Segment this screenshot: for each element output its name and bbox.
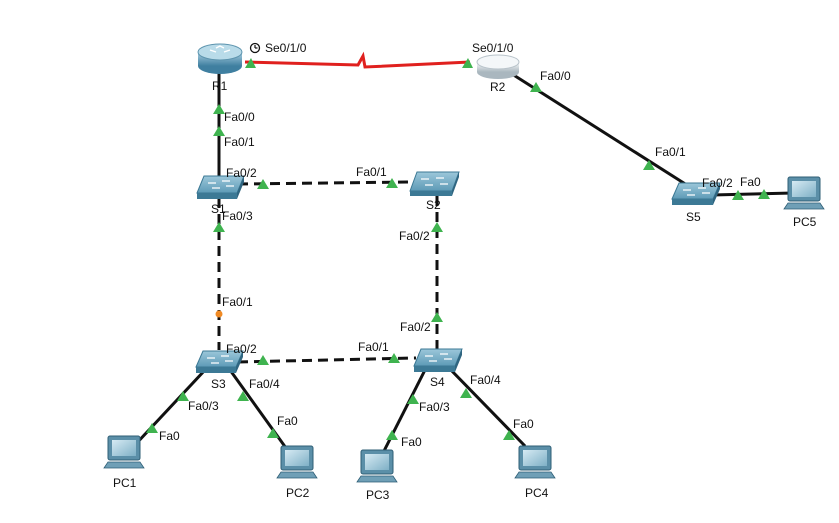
device-r2[interactable]: R2 bbox=[476, 54, 520, 94]
device-r1[interactable]: R1 bbox=[197, 43, 243, 93]
pc-icon bbox=[356, 449, 398, 483]
link-r1-r2-serial[interactable] bbox=[244, 51, 471, 69]
iface-label-pc2-fa0: Fa0 bbox=[277, 414, 298, 428]
pc-icon bbox=[514, 445, 556, 479]
device-label-s5: S5 bbox=[686, 210, 701, 224]
clock-icon bbox=[249, 42, 261, 54]
link-up-marker bbox=[407, 394, 419, 404]
link-s4-pc3[interactable] bbox=[380, 367, 428, 456]
iface-label-s3-fa02: Fa0/2 bbox=[226, 342, 257, 356]
device-s1[interactable]: S1 bbox=[196, 175, 245, 216]
link-s3-pc1[interactable] bbox=[132, 368, 207, 448]
device-pc5[interactable]: PC5 bbox=[783, 176, 825, 229]
pc-icon bbox=[103, 435, 145, 469]
device-s2[interactable]: S2 bbox=[409, 171, 460, 212]
device-label-pc3: PC3 bbox=[366, 488, 390, 502]
iface-label-pc4-fa0: Fa0 bbox=[513, 417, 534, 431]
iface-label-s5-fa02: Fa0/2 bbox=[702, 176, 733, 190]
iface-label-r1-se010: Se0/1/0 bbox=[265, 41, 307, 55]
links-layer bbox=[132, 51, 794, 456]
iface-label-s2-fa01: Fa0/1 bbox=[356, 165, 387, 179]
iface-label-s4-fa02: Fa0/2 bbox=[400, 320, 431, 334]
router-icon bbox=[197, 43, 243, 74]
link-up-marker bbox=[257, 179, 269, 189]
link-up-marker bbox=[431, 222, 443, 232]
link-up-marker bbox=[146, 423, 158, 433]
link-up-marker bbox=[460, 388, 472, 398]
switch-icon bbox=[409, 171, 460, 196]
device-label-s3: S3 bbox=[211, 377, 226, 391]
interface-labels: Se0/1/0 Se0/1/0 Fa0/0 Fa0/1 Fa0/2 Fa0/1 … bbox=[159, 41, 761, 449]
link-up-marker bbox=[386, 178, 398, 188]
iface-label-s4-fa04: Fa0/4 bbox=[470, 373, 501, 387]
device-label-pc4: PC4 bbox=[525, 486, 549, 500]
device-label-s2: S2 bbox=[426, 198, 441, 212]
pc-icon bbox=[276, 445, 318, 479]
device-s4[interactable]: S4 bbox=[413, 348, 463, 389]
link-up-marker bbox=[530, 82, 542, 92]
iface-label-r2-se010: Se0/1/0 bbox=[472, 41, 514, 55]
link-up-marker bbox=[237, 391, 249, 401]
device-label-pc2: PC2 bbox=[286, 486, 310, 500]
iface-label-s4-fa01: Fa0/1 bbox=[358, 340, 389, 354]
device-label-r1: R1 bbox=[212, 79, 228, 93]
iface-label-s1-fa03: Fa0/3 bbox=[222, 209, 253, 223]
link-up-marker bbox=[267, 428, 279, 438]
link-status-markers bbox=[146, 58, 770, 440]
device-label-s1: S1 bbox=[211, 202, 226, 216]
iface-label-s3-fa04: Fa0/4 bbox=[249, 377, 280, 391]
device-label-pc5: PC5 bbox=[793, 215, 817, 229]
link-up-marker bbox=[388, 353, 400, 363]
link-s5-pc5[interactable] bbox=[711, 191, 794, 197]
device-pc4[interactable]: PC4 bbox=[514, 445, 556, 500]
device-s3[interactable]: S3 bbox=[195, 350, 244, 391]
router-icon bbox=[476, 54, 520, 79]
device-label-s4: S4 bbox=[430, 375, 445, 389]
link-up-marker bbox=[213, 104, 225, 114]
iface-label-s3-fa01: Fa0/1 bbox=[222, 295, 253, 309]
link-s3-s4[interactable] bbox=[237, 356, 417, 364]
iface-label-r1-fa00: Fa0/0 bbox=[224, 110, 255, 124]
switch-icon bbox=[196, 175, 245, 199]
link-r2-s5[interactable] bbox=[511, 72, 691, 189]
iface-label-s1-fa01: Fa0/1 bbox=[224, 135, 255, 149]
iface-label-pc3-fa0: Fa0 bbox=[401, 435, 422, 449]
iface-label-s1-fa02: Fa0/2 bbox=[226, 166, 257, 180]
iface-label-pc5-fa0: Fa0 bbox=[740, 175, 761, 189]
device-pc2[interactable]: PC2 bbox=[276, 445, 318, 500]
iface-label-s2-fa02: Fa0/2 bbox=[399, 229, 430, 243]
switch-icon bbox=[413, 348, 463, 372]
link-s1-s2[interactable] bbox=[237, 180, 413, 186]
link-up-marker bbox=[213, 222, 225, 232]
pc-icon bbox=[783, 176, 825, 210]
link-up-marker bbox=[257, 355, 269, 365]
link-up-marker bbox=[177, 391, 189, 401]
device-s5[interactable]: S5 bbox=[671, 182, 721, 224]
link-up-marker bbox=[462, 58, 473, 68]
link-s4-pc4[interactable] bbox=[447, 366, 527, 448]
link-blocking-marker bbox=[215, 310, 223, 318]
switch-icon bbox=[671, 182, 721, 205]
device-pc1[interactable]: PC1 bbox=[103, 435, 145, 490]
iface-label-s3-fa03: Fa0/3 bbox=[188, 399, 219, 413]
iface-label-r2-fa00: Fa0/0 bbox=[540, 69, 571, 83]
link-up-marker bbox=[213, 126, 225, 136]
link-up-marker bbox=[245, 58, 256, 68]
device-label-pc1: PC1 bbox=[113, 476, 137, 490]
iface-label-s4-fa03: Fa0/3 bbox=[419, 400, 450, 414]
switch-icon bbox=[195, 350, 244, 373]
link-up-marker bbox=[386, 430, 398, 440]
iface-label-s5-fa01: Fa0/1 bbox=[655, 145, 686, 159]
device-label-r2: R2 bbox=[490, 80, 506, 94]
link-up-marker bbox=[643, 160, 655, 170]
link-up-marker bbox=[732, 190, 744, 200]
link-up-marker bbox=[758, 189, 770, 199]
device-pc3[interactable]: PC3 bbox=[356, 449, 398, 502]
link-up-marker bbox=[503, 430, 515, 440]
link-up-marker bbox=[431, 312, 443, 322]
iface-label-pc1-fa0: Fa0 bbox=[159, 429, 180, 443]
